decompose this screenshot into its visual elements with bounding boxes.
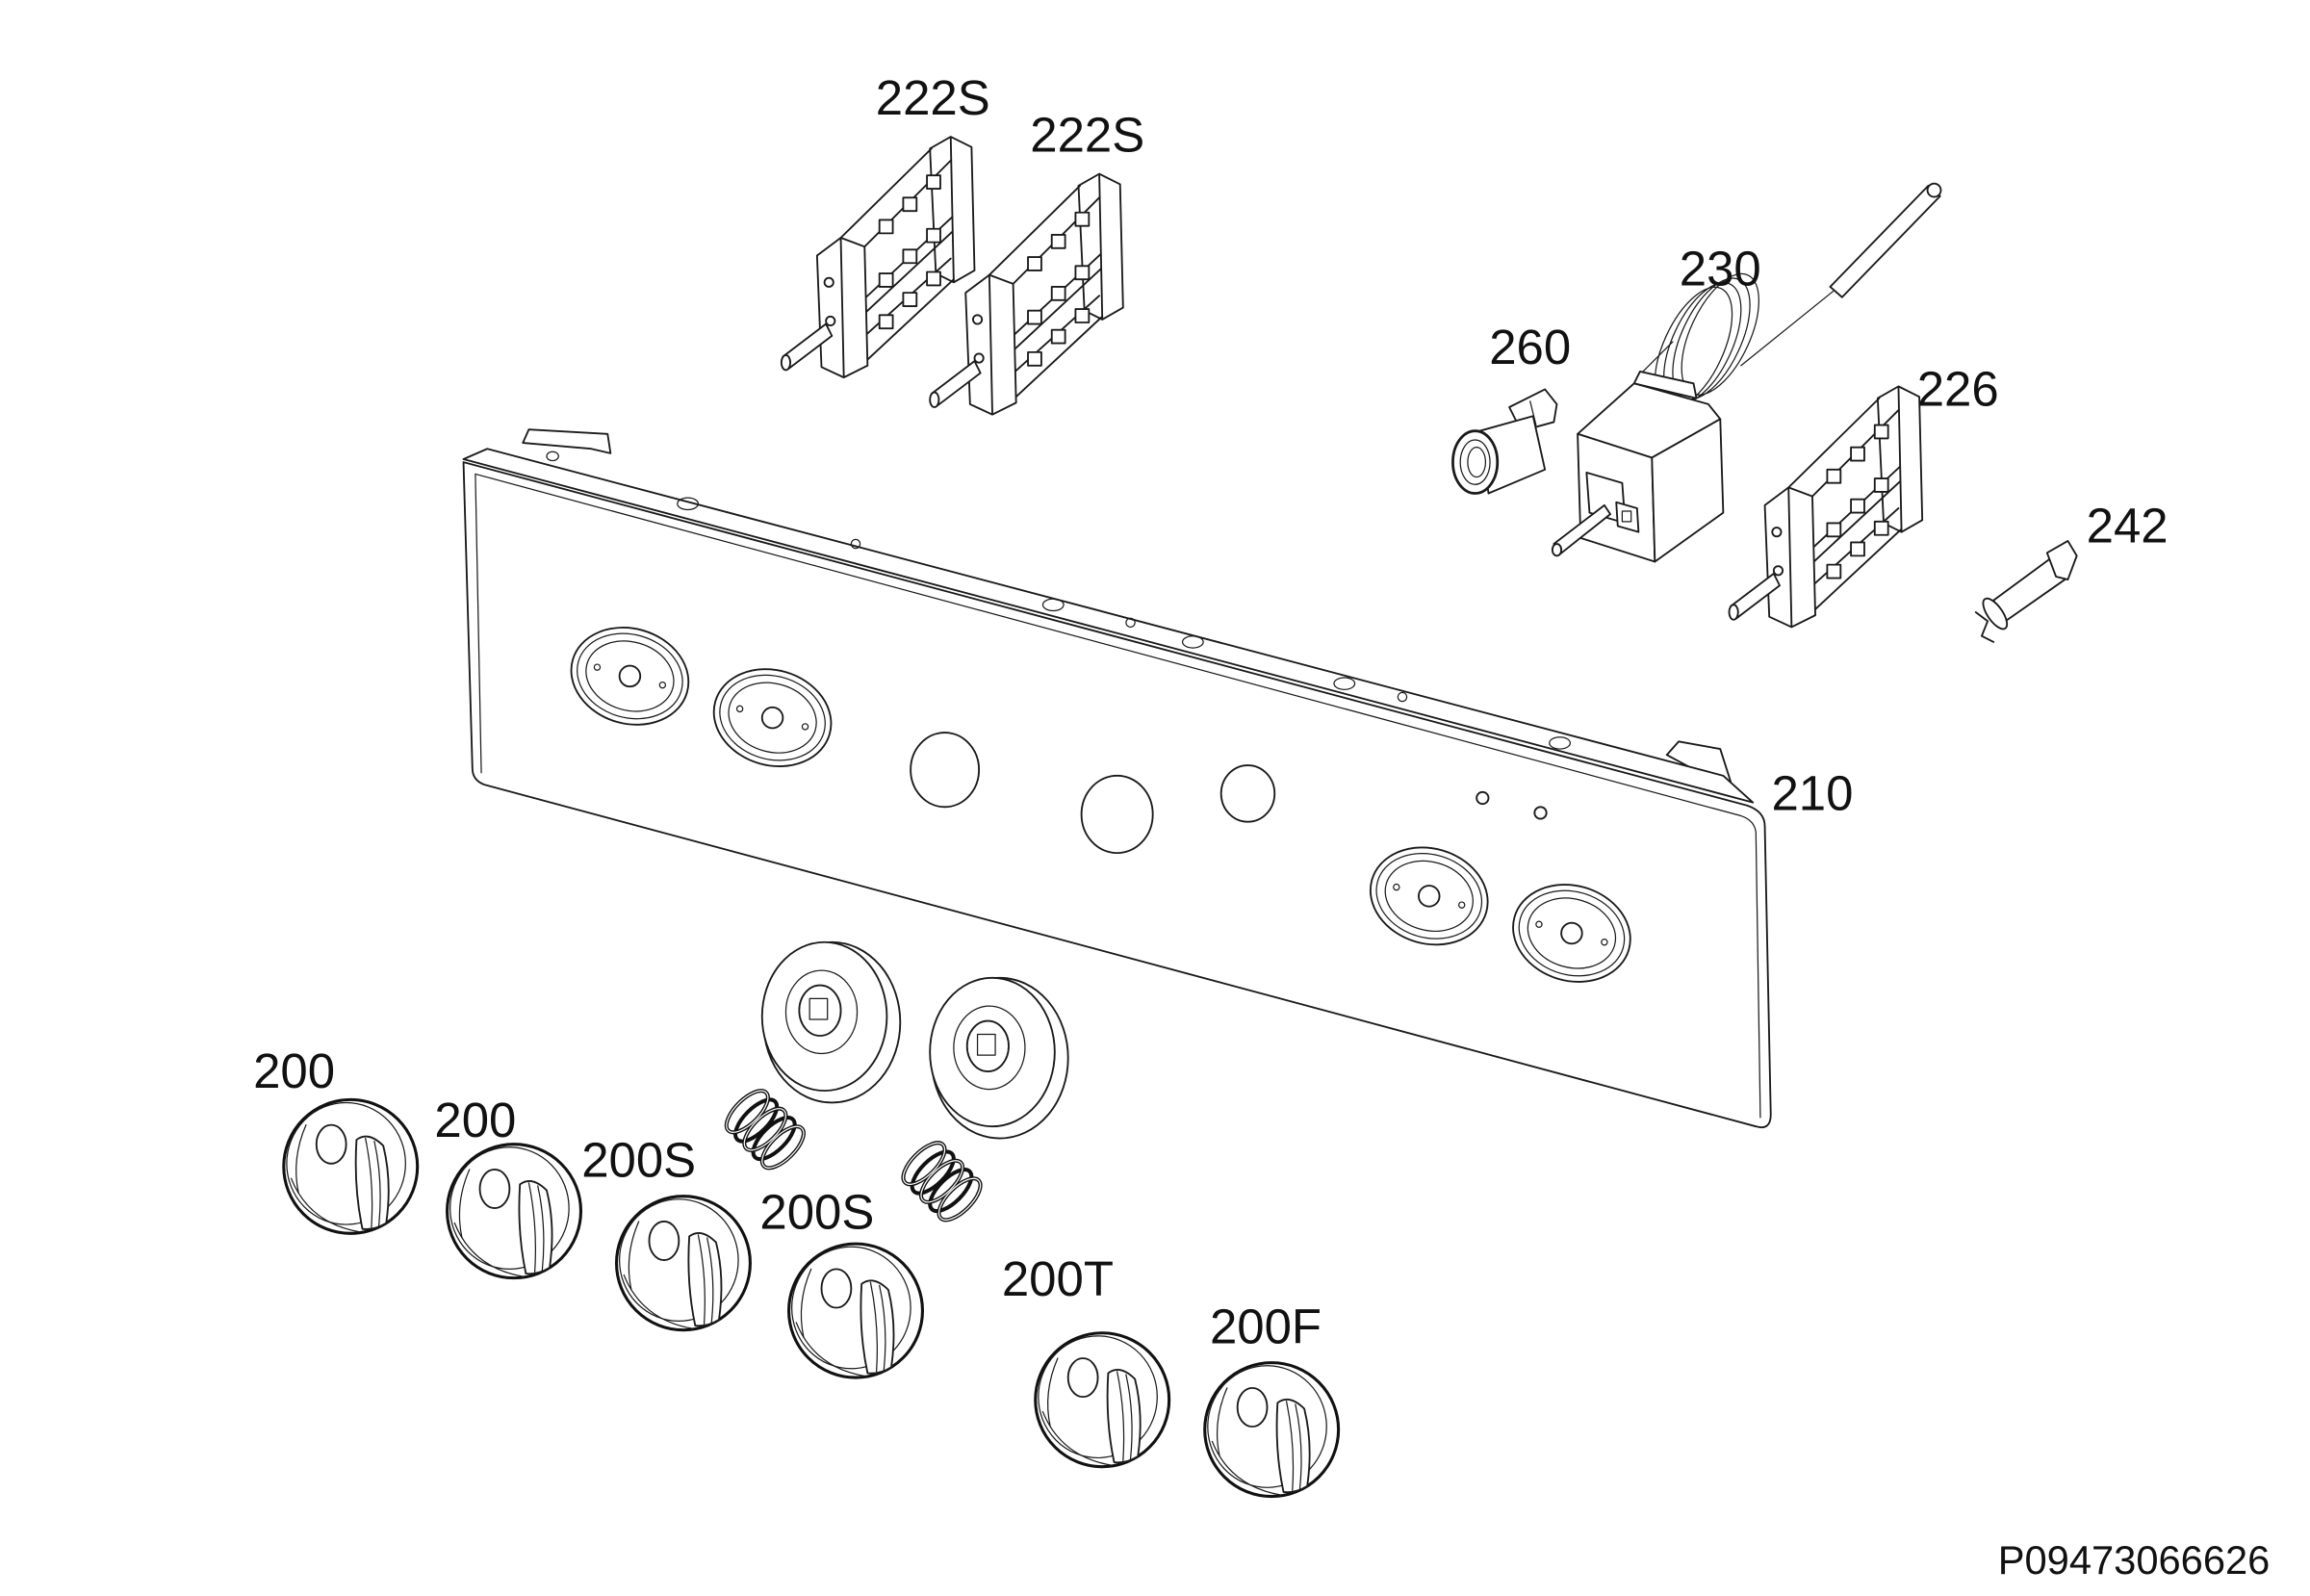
- part-bezel-ring-a: [760, 940, 902, 1104]
- part-knob-200-a: [282, 1097, 420, 1235]
- part-bezel-ring-b: [929, 976, 1069, 1140]
- panel-hole-5: [1219, 764, 1276, 823]
- part-thermostat-230: [1551, 182, 1942, 563]
- part-knob-200s-b: [787, 1242, 925, 1379]
- callout-200-b: 200: [434, 1093, 516, 1147]
- panel-indicator-hole-2: [1533, 806, 1548, 820]
- callout-222s-a: 222S: [876, 70, 990, 125]
- part-242: [1974, 540, 2078, 643]
- callout-200s-a: 200S: [581, 1133, 696, 1188]
- part-lamp-holder-260: [1451, 388, 1558, 495]
- callout-230: 230: [1680, 241, 1761, 296]
- part-control-panel-210: [462, 428, 1772, 1129]
- panel-hole-3: [910, 732, 981, 809]
- callout-226: 226: [1917, 361, 1999, 416]
- drawing-number: P09473066626: [1998, 1537, 2271, 1583]
- panel-indicator-hole-1: [1476, 790, 1490, 806]
- callout-210: 210: [1771, 765, 1853, 820]
- callout-200s-b: 200S: [759, 1185, 874, 1240]
- part-knob-200f: [1203, 1361, 1341, 1499]
- part-spring-b: [897, 1136, 988, 1226]
- callout-200f: 200F: [1210, 1300, 1322, 1354]
- callout-242: 242: [2087, 498, 2169, 553]
- callout-222s-b: 222S: [1030, 107, 1144, 162]
- part-switch-222s-a: [780, 136, 976, 379]
- part-switch-226: [1728, 385, 1924, 629]
- callout-200t: 200T: [1002, 1251, 1114, 1306]
- part-knob-200-b: [446, 1143, 583, 1280]
- callout-260: 260: [1489, 320, 1571, 374]
- part-knob-200s-a: [614, 1195, 752, 1332]
- part-spring-a: [720, 1084, 810, 1174]
- panel-hole-4: [1080, 774, 1154, 855]
- callout-200-a: 200: [253, 1043, 335, 1098]
- part-knob-200t: [1034, 1331, 1171, 1469]
